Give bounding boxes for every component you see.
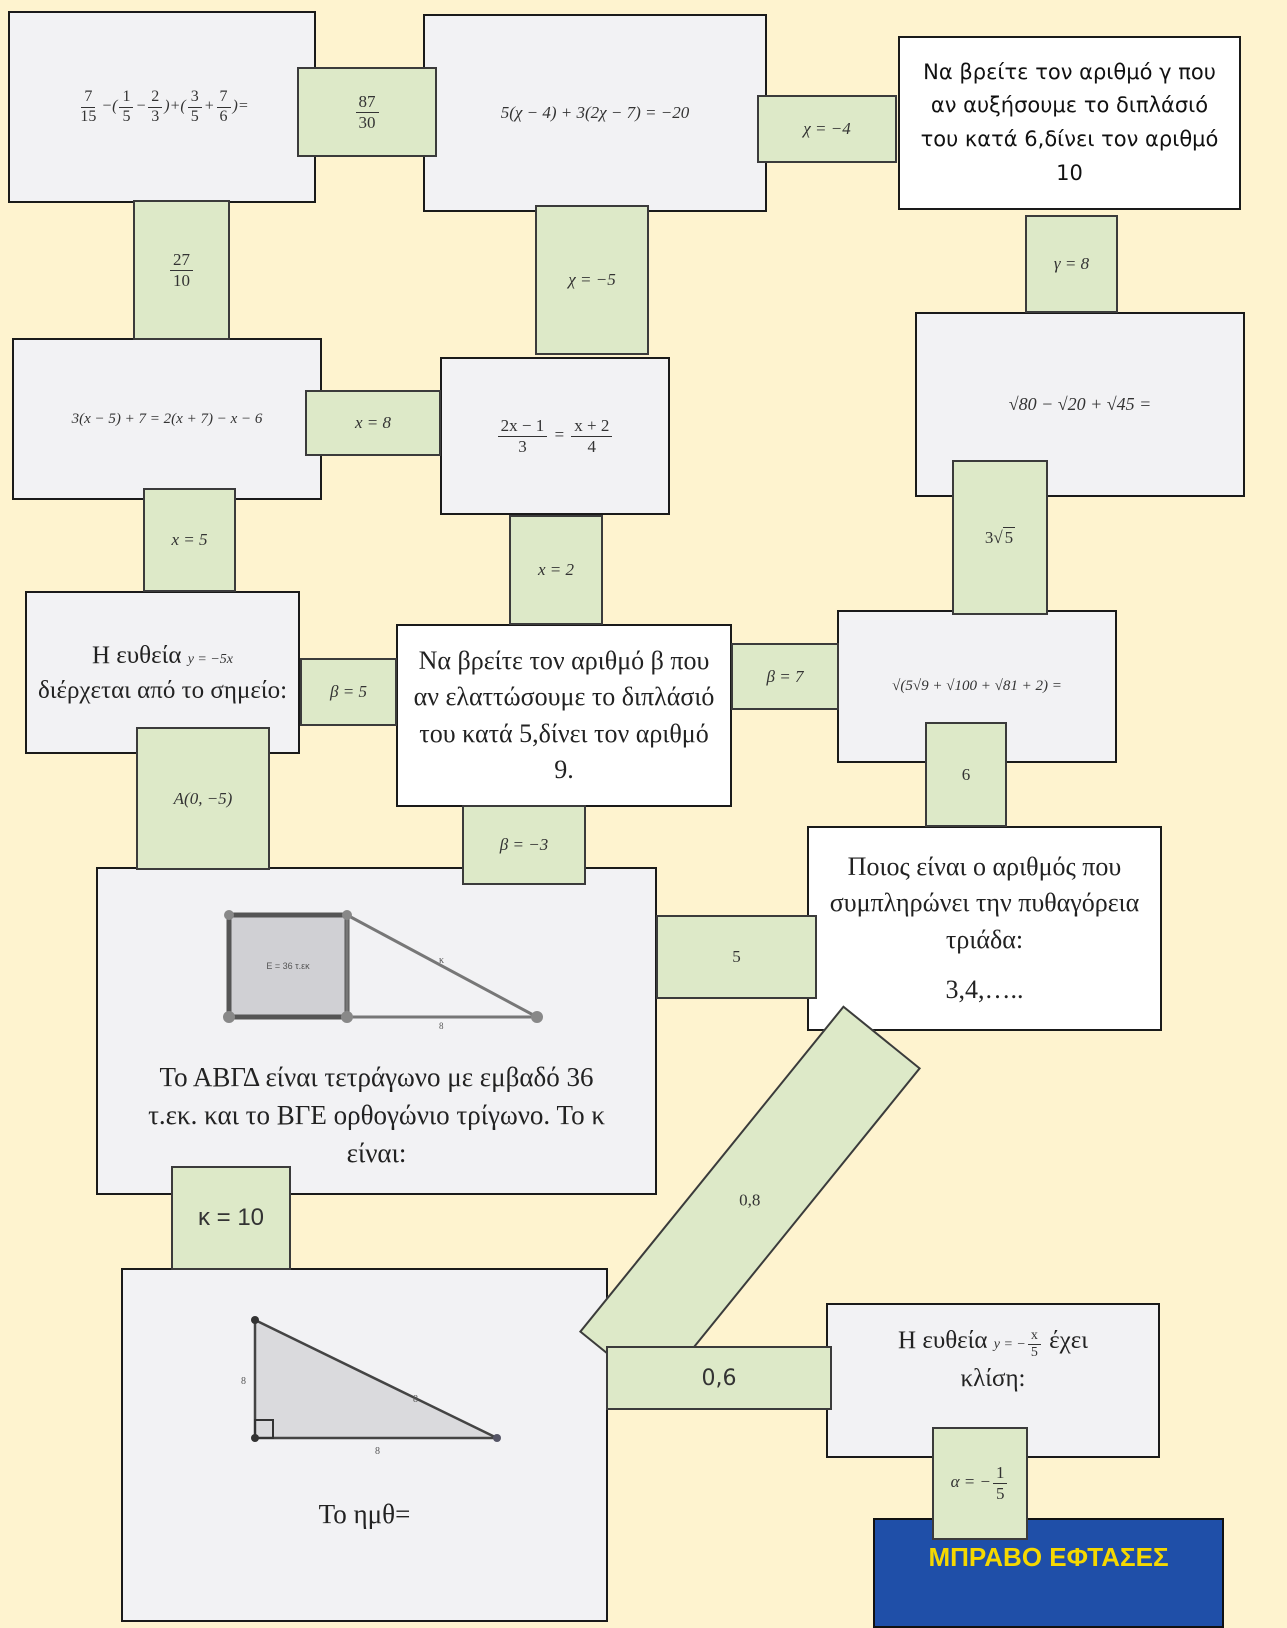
right-angle-mark [253, 1419, 274, 1439]
card-find-beta: Να βρείτε τον αριθμό β που αν ελαττώσουμ… [396, 624, 732, 807]
equation-chi: 5(χ − 4) + 3(2χ − 7) = −20 [500, 103, 690, 122]
square-triangle-text: Το ΑΒΓΔ είναι τετράγωνο με εμβαδό 36 τ.ε… [148, 1062, 605, 1168]
card-line-point: Η ευθεία y = −5x διέρχεται από το σημείο… [25, 591, 300, 754]
line-point-text: Η ευθεία y = −5x διέρχεται από το σημείο… [37, 641, 288, 704]
vertex-right [492, 1434, 501, 1442]
connector-chi-minus-4: χ = −4 [757, 95, 897, 163]
vertex-b [341, 910, 352, 920]
connector-point-a: A(0, −5) [136, 727, 270, 870]
pythagorean-text: Ποιος είναι ο αριθμός που συμπληρώνει τη… [829, 851, 1140, 954]
triangle-bge [345, 912, 538, 1019]
connector-x-8: x = 8 [305, 390, 441, 456]
side-base-label: 8 [375, 1446, 380, 1457]
card-square-triangle: E = 36 τ.εκ κ 8 Το ΑΒΓΔ είναι τετράγωνο … [96, 867, 657, 1195]
connector-beta-5: β = 5 [300, 658, 397, 726]
roots-expression: √80 − √20 + √45 = [1008, 394, 1152, 414]
sine-theta-text: Το ημθ= [318, 1499, 411, 1529]
side-hyp-label: 8 [413, 1394, 418, 1405]
card-equation-x8: 3(x − 5) + 7 = 2(x + 7) − x − 6 [12, 338, 322, 500]
square-triangle-figure: E = 36 τ.εκ κ 8 [222, 910, 543, 1029]
side-8-label: 8 [439, 1021, 444, 1029]
connector-3-sqrt5: 3√5 [952, 460, 1048, 615]
card-pythagorean: Ποιος είναι ο αριθμός που συμπληρώνει τη… [807, 826, 1162, 1031]
find-beta-text: Να βρείτε τον αριθμό β που αν ελαττώσουμ… [413, 645, 715, 784]
connector-beta-7: β = 7 [731, 643, 839, 710]
vertex-d [222, 1011, 235, 1023]
side-vertical-label: 8 [241, 1376, 246, 1387]
connector-beta-minus-3: β = −3 [462, 805, 586, 885]
vertex-top [250, 1316, 259, 1324]
connector-6: 6 [925, 722, 1007, 827]
connector-gamma-8: γ = 8 [1025, 215, 1118, 313]
nested-root-expression: √(5√9 + √100 + √81 + 2) = [892, 678, 1062, 694]
pythagorean-sequence: 3,4,….. [945, 974, 1024, 1004]
connector-kappa-10: κ = 10 [171, 1166, 291, 1270]
vertex-e [530, 1011, 543, 1023]
side-k-label: κ [439, 955, 444, 966]
card-linear-equation-chi: 5(χ − 4) + 3(2χ − 7) = −20 [423, 14, 767, 212]
connector-x-5: x = 5 [143, 488, 236, 592]
find-gamma-text: Να βρείτε τον αριθμό γ που αν αυξήσουμε … [920, 59, 1219, 185]
vertex-a [223, 910, 234, 920]
final-bravo-label: ΜΠΡΑΒΟ ΕΦΤΑΣΕΣ [928, 1542, 1169, 1572]
vertex-g [340, 1011, 353, 1023]
final-bravo-box: ΜΠΡΑΒΟ ΕΦΤΑΣΕΣ [873, 1518, 1224, 1628]
vertex-bottom-left [250, 1434, 259, 1442]
card-find-gamma: Να βρείτε τον αριθμό γ που αν αυξήσουμε … [898, 36, 1241, 210]
connector-chi-minus-5: χ = −5 [535, 205, 649, 355]
connector-x-2: x = 2 [509, 515, 603, 625]
right-triangle-figure: 8 8 8 [241, 1316, 501, 1457]
right-triangle [253, 1317, 498, 1440]
connector-0-6: 0,6 [606, 1346, 832, 1410]
area-label: E = 36 τ.εκ [266, 961, 310, 971]
equation-x: 3(x − 5) + 7 = 2(x + 7) − x − 6 [71, 410, 263, 427]
connector-5: 5 [656, 915, 817, 999]
card-sine-theta: 8 8 8 Το ημθ= [121, 1268, 608, 1622]
